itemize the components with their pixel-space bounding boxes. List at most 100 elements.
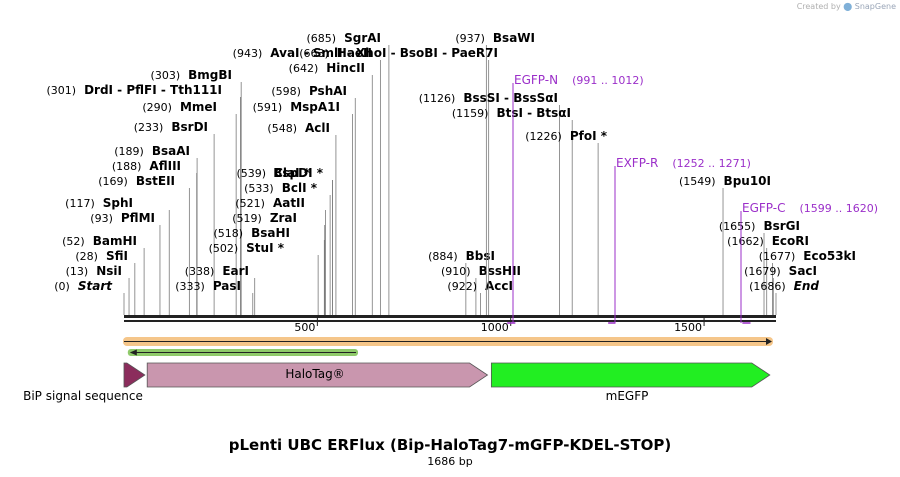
feature-label: HaloTag® <box>285 367 344 381</box>
site-position: (884) <box>428 250 458 263</box>
site-label: (1159) BtsI - BtsαI <box>452 106 571 120</box>
site-position: (0) <box>54 280 70 293</box>
site-label: BspDI * <box>273 166 323 180</box>
site-label: (1677) Eco53kI <box>759 249 856 263</box>
site-position: (1226) <box>525 130 562 143</box>
site-label: (1662)EcoRI <box>727 234 809 248</box>
site-label: (233)BsrDI <box>134 120 208 134</box>
feature-arrow <box>146 362 489 388</box>
site-name: BsaAI <box>152 144 190 158</box>
site-label: (518)BsaHI <box>214 226 291 240</box>
site-label: (548)AclI <box>267 121 330 135</box>
site-label: (338)EarI <box>185 264 249 278</box>
site-name: Bpu10I <box>724 174 771 188</box>
site-name: PasI <box>213 279 241 293</box>
site-label: (533)BclI * <box>244 181 318 195</box>
tick-label: 500 <box>294 321 315 334</box>
feature-label: mEGFP <box>606 389 649 403</box>
site-name: AvaI - SmlI - XhoI - BsoBI - PaeR7I <box>270 46 498 60</box>
map-length: 1686 bp <box>427 455 473 468</box>
site-name: ZraI <box>270 211 297 225</box>
site-label: (943)AvaI - SmlI - XhoI - BsoBI - PaeR7I <box>233 46 498 60</box>
primer-range: (1599 .. 1620) <box>799 202 878 215</box>
green-arrow-head <box>129 349 137 356</box>
site-label: (502) StuI * <box>209 241 285 255</box>
site-name: SgrAI <box>344 31 381 45</box>
site-name: HincII <box>326 61 365 75</box>
site-name: BsaWI <box>493 31 535 45</box>
feature-arrow <box>123 362 146 388</box>
site-label: (13)NsiI <box>66 264 122 278</box>
site-label: (117) SphI <box>65 196 133 210</box>
site-label: (598)PshAI <box>271 84 347 98</box>
site-name: BsaHI <box>251 226 290 240</box>
site-position: (502) <box>209 242 239 255</box>
site-name: PflMI <box>121 211 155 225</box>
site-label: (1679)SacI <box>744 264 817 278</box>
site-name: AclI <box>305 121 330 135</box>
site-position: (333) <box>175 280 205 293</box>
site-label: (884) BbsI <box>428 249 495 263</box>
primer-name: EGFP-N <box>514 73 558 87</box>
site-name: PfoI * <box>570 129 608 143</box>
site-label: (591)MspA1I <box>253 100 340 114</box>
site-position: (303) <box>151 69 181 82</box>
site-name: AflIII <box>149 159 181 173</box>
site-name: BstEII <box>136 174 175 188</box>
site-name: BtsI - BtsαI <box>496 106 571 120</box>
site-position: (52) <box>62 235 85 248</box>
site-label: (0) Start <box>54 279 113 293</box>
site-name: BmgBI <box>188 68 232 82</box>
site-position: (1655) <box>719 220 756 233</box>
primer-label: EGFP-N(991 .. 1012) <box>514 73 644 87</box>
site-label: (28)SfiI <box>75 249 128 263</box>
site-label: (685)SgrAI <box>307 31 382 45</box>
site-position: (910) <box>441 265 471 278</box>
site-label: (521)AatII <box>235 196 305 210</box>
site-name: Start <box>78 279 113 293</box>
site-name: SphI <box>103 196 133 210</box>
site-position: (1126) <box>419 92 456 105</box>
site-position: (1677) <box>759 250 796 263</box>
site-position: (1686) <box>749 280 786 293</box>
site-label: (663)HaeII <box>299 46 372 60</box>
site-position: (13) <box>66 265 89 278</box>
site-label: (1655) BsrGI <box>719 219 800 233</box>
site-position: (338) <box>185 265 215 278</box>
primer-name: EXFP-R <box>616 156 658 170</box>
site-name: BsrGI <box>763 219 800 233</box>
site-position: (117) <box>65 197 95 210</box>
site-label: (1126) BssSI - BssSαI <box>419 91 558 105</box>
site-position: (301) <box>46 84 76 97</box>
tick-label: 1500 <box>674 321 702 334</box>
site-name: Eco53kI <box>803 249 856 263</box>
site-label: (303) BmgBI <box>151 68 232 82</box>
credit-brand: SnapGene <box>854 2 896 11</box>
site-name: BbsI <box>466 249 495 263</box>
credit: Created by ⬤ SnapGene <box>797 2 896 11</box>
map-title: pLenti UBC ERFlux (Bip-HaloTag7-mGFP-KDE… <box>228 436 672 454</box>
site-position: (591) <box>253 101 283 114</box>
site-position: (1679) <box>744 265 781 278</box>
site-position: (1662) <box>727 235 764 248</box>
plasmid-map: 500 1000 1500 (0) Start(13)NsiI(28)SfiI(52) B… <box>23 31 878 403</box>
site-label: (519)ZraI <box>232 211 297 225</box>
site-position: (922) <box>447 280 477 293</box>
site-position: (539) <box>236 167 266 180</box>
site-name: BclI * <box>282 181 318 195</box>
site-name: End <box>794 279 820 293</box>
site-label: (333) PasI <box>175 279 241 293</box>
site-position: (1159) <box>452 107 489 120</box>
site-position: (233) <box>134 121 164 134</box>
site-name: StuI * <box>246 241 285 255</box>
site-label: (910)BssHII <box>441 264 521 278</box>
site-position: (188) <box>112 160 142 173</box>
tick-label: 1000 <box>481 321 509 334</box>
orf-arrowhead <box>766 338 772 345</box>
site-name: HaeII <box>337 46 372 60</box>
site-label: (922)AccI <box>447 279 513 293</box>
site-name: BssSI - BssSαI <box>463 91 558 105</box>
site-position: (28) <box>75 250 98 263</box>
site-label: (539)ClaI * <box>236 166 310 180</box>
site-position: (169) <box>98 175 128 188</box>
